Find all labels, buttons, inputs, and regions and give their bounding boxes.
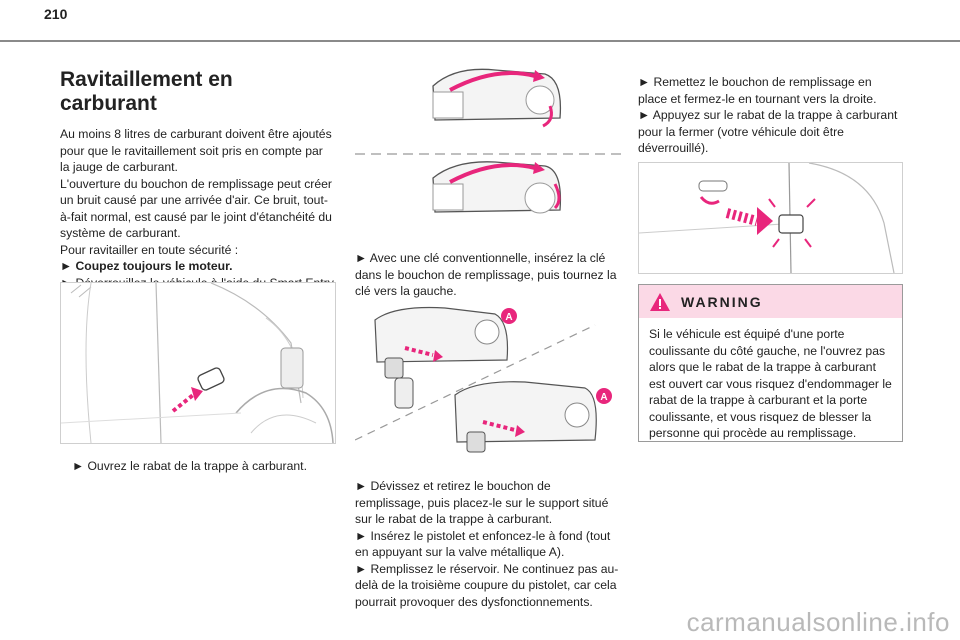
warning-text: Si le véhicule est équipé d'une porte co…: [649, 327, 892, 440]
step-remove-cap: ► Dévissez et retirez le bouchon de remp…: [355, 479, 609, 526]
header-rule: [0, 40, 960, 42]
step-fill-tank: ► Remplissez le réservoir. Ne continuez …: [355, 561, 619, 609]
intro-line-1: Au moins 8 litres de carburant doivent ê…: [60, 126, 335, 176]
intro-line-3: Pour ravitailler en toute sécurité :: [60, 242, 335, 259]
section-title: Ravitaillement en carburant: [60, 68, 233, 115]
step-engine-off-text: Coupez toujours le moteur.: [75, 259, 233, 273]
figure-remove-cap: A A: [355, 300, 621, 470]
callout-a-bottom: A: [600, 392, 607, 403]
caption-open-flap: ► Ouvrez le rabat de la trappe à carbura…: [72, 459, 307, 473]
bullet-arrow: ►: [60, 259, 76, 273]
figure-van-fuel-flap: [60, 282, 336, 444]
intro-text-3: Pour ravitailler en toute sécurité :: [60, 242, 239, 257]
column-2-steps: ► Dévissez et retirez le bouchon de remp…: [355, 478, 620, 610]
page-number: 210: [44, 6, 68, 22]
callout-a-top: A: [505, 312, 512, 323]
step-close-flap: ► Appuyez sur le rabat de la trappe à ca…: [638, 108, 898, 155]
step-replace-cap: ► Remettez le bouchon de remplissage en …: [638, 75, 877, 106]
column-3-steps: ► Remettez le bouchon de remplissage en …: [638, 74, 902, 157]
intro-text-1: Au moins 8 litres de carburant doivent ê…: [60, 127, 332, 174]
warning-header: WARNING: [639, 285, 902, 318]
caption-key-turn: ► Avec une clé conventionnelle, insérez …: [355, 251, 617, 298]
figure-close-flap: [638, 162, 903, 274]
warning-box: WARNING Si le véhicule est équipé d'une …: [638, 284, 903, 442]
watermark: carmanualsonline.info: [686, 607, 950, 637]
figure-key-turn: [355, 58, 621, 238]
column-1: Ravitaillement en carburant Au moins 8 l…: [60, 58, 335, 308]
intro-line-2: L'ouverture du bouchon de remplissage pe…: [60, 176, 335, 242]
step-engine-off: ► Coupez toujours le moteur.: [60, 258, 335, 275]
warning-triangle-icon: [650, 292, 670, 311]
step-insert-nozzle: ► Insérez le pistolet et enfoncez-le à f…: [355, 528, 611, 560]
intro-text-2: L'ouverture du bouchon de remplissage pe…: [60, 176, 332, 241]
warning-title: WARNING: [681, 293, 763, 310]
